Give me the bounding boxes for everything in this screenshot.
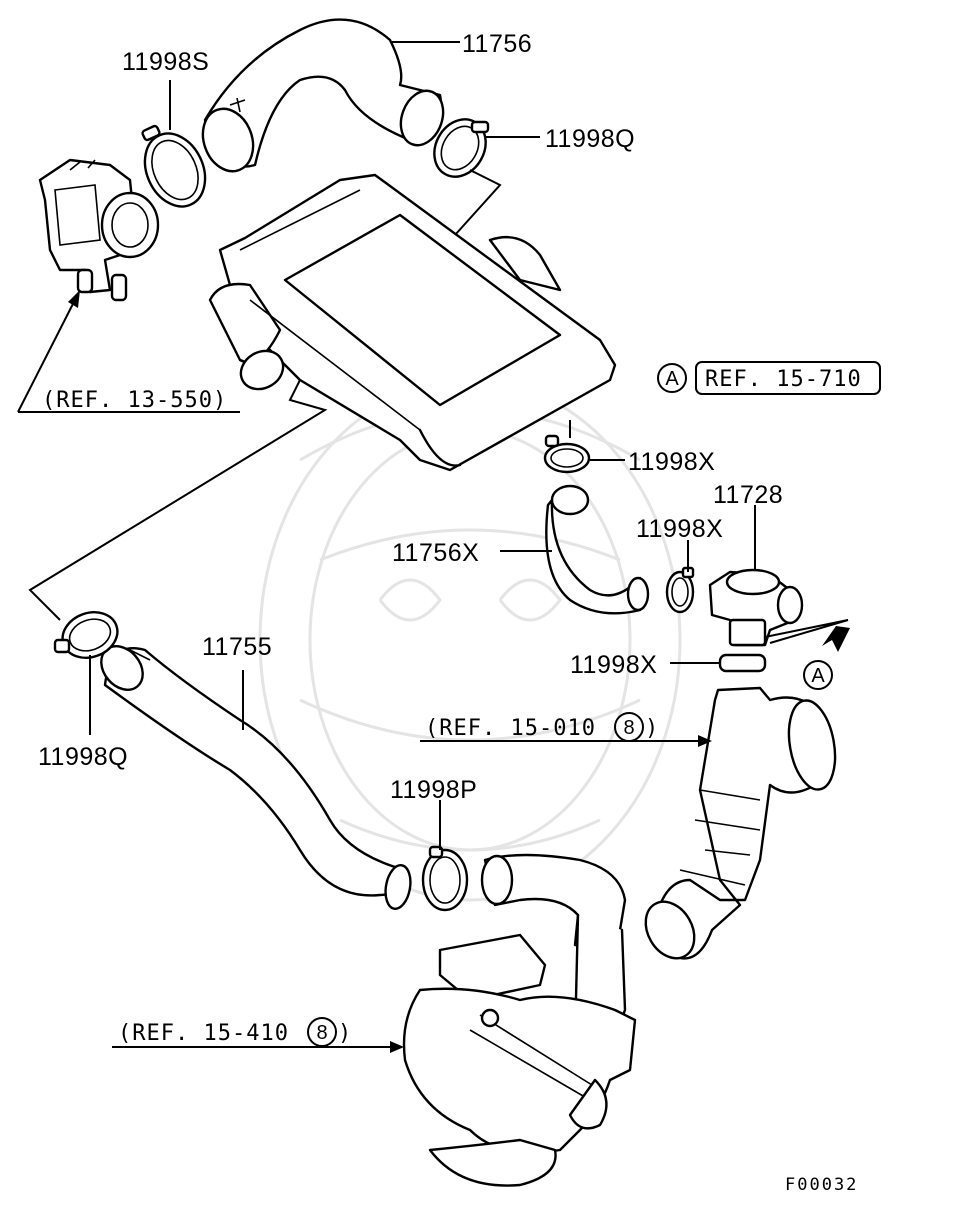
circled-8-b: [307, 1017, 337, 1047]
part-label-11998x-mid[interactable]: 11998X: [636, 515, 723, 543]
marker-a-arrow-circle: [803, 660, 833, 690]
air-inlet-pipe-drawing: [644, 686, 837, 960]
part-label-11998q-left[interactable]: 11998Q: [38, 743, 128, 771]
intercooler-drawing: [208, 173, 617, 472]
hose-11755-drawing: [100, 645, 412, 910]
ref-15-010-group[interactable]: (REF. 15-010 8 ): [425, 712, 659, 742]
part-label-11998p[interactable]: 11998P: [390, 776, 477, 804]
leader-lines: [17, 41, 850, 1053]
ref-close-paren-a: ): [645, 716, 659, 741]
turbocharger-drawing: [402, 853, 637, 1187]
marker-a-arrow-group[interactable]: A: [803, 660, 833, 690]
ref-close-paren-b: ): [338, 1021, 352, 1046]
ref-label-15-410: (REF. 15-410: [118, 1021, 289, 1046]
circled-8-a: [614, 712, 644, 742]
clamp-11998q-left-drawing: [53, 611, 119, 659]
hose-11756x-drawing: [545, 484, 650, 615]
hose-11756-drawing: [201, 18, 445, 173]
clamp-11998x-upper-drawing: [543, 434, 591, 474]
ref-15-710-box: [695, 361, 881, 395]
clamp-11998p-drawing: [421, 845, 469, 912]
circled-8-b-text: 8: [316, 1022, 327, 1044]
ref-15-410-group[interactable]: (REF. 15-410 8 ): [118, 1017, 352, 1047]
ref-15-710-group[interactable]: A REF. 15-710: [657, 361, 881, 395]
part-label-11756x[interactable]: 11756X: [392, 539, 479, 567]
ref-label-15-710: REF. 15-710: [705, 367, 862, 392]
throttle-body-drawing: [38, 158, 160, 302]
ref-label-13-550[interactable]: (REF. 13-550): [42, 388, 227, 413]
marker-a-circle: [657, 363, 687, 393]
hose-11998x-lower-drawing: [718, 653, 767, 673]
ref-label-15-010: (REF. 15-010: [425, 716, 596, 741]
part-label-11998s[interactable]: 11998S: [122, 48, 209, 76]
arrow-icon: [822, 626, 850, 652]
part-label-11998q-top[interactable]: 11998Q: [545, 125, 635, 153]
figure-code: F00032: [785, 1175, 858, 1195]
marker-a-box-text: A: [665, 368, 679, 390]
clamp-11998x-mid-drawing: [665, 566, 695, 614]
circled-8-a-text: 8: [623, 717, 634, 739]
part-label-11728[interactable]: 11728: [713, 481, 783, 509]
valve-11728-drawing: [708, 568, 804, 647]
marker-a-arrow-text: A: [811, 665, 825, 687]
clamp-11998s-drawing: [141, 124, 207, 208]
part-label-11998x-upper[interactable]: 11998X: [628, 448, 715, 476]
part-label-11998x-lower[interactable]: 11998X: [570, 651, 657, 679]
clamp-11998q-top-drawing: [433, 118, 490, 178]
part-label-11756[interactable]: 11756: [462, 30, 532, 58]
part-label-11755[interactable]: 11755: [202, 633, 272, 661]
